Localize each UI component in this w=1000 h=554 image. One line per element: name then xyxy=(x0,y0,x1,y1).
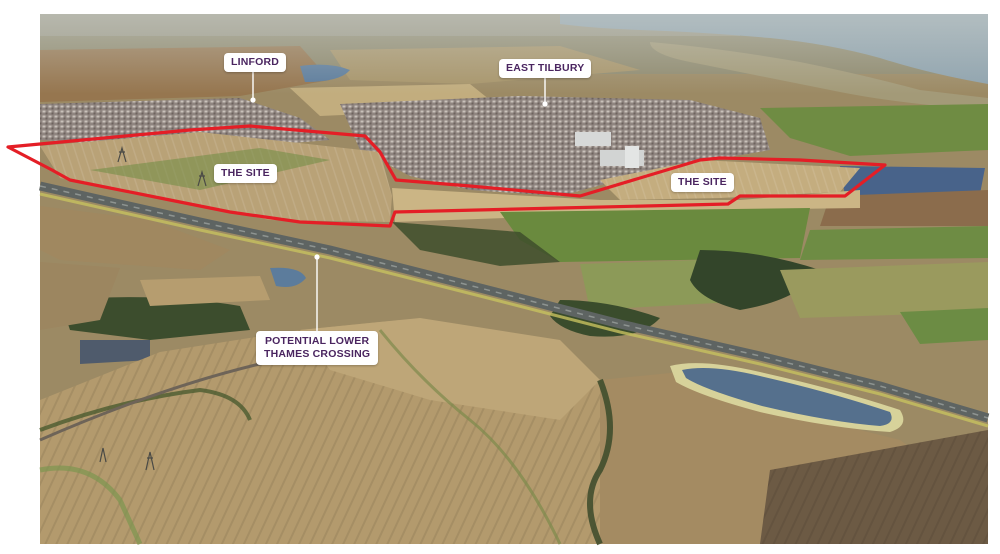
hedgerow-2 xyxy=(587,378,613,546)
label-leaders xyxy=(252,68,546,332)
label-site-east-text: THE SITE xyxy=(678,176,727,188)
label-lower-thames-crossing: POTENTIAL LOWER THAMES CROSSING xyxy=(256,331,379,365)
photo-content xyxy=(39,14,990,546)
road-verge xyxy=(39,192,989,428)
site-boundary xyxy=(6,124,887,228)
field-east-grass xyxy=(760,104,988,156)
field-left-3 xyxy=(140,276,270,306)
label-crossing-line2: THAMES CROSSING xyxy=(264,348,371,360)
tree-belt-2 xyxy=(690,250,820,310)
industrial-building xyxy=(80,340,150,364)
field-east-green xyxy=(800,226,988,260)
label-linford: LINFORD xyxy=(224,53,287,72)
field-right-mid xyxy=(780,262,988,318)
track-2 xyxy=(39,465,143,546)
lagoon xyxy=(682,368,892,426)
building-3 xyxy=(625,146,639,168)
label-site-east: THE SITE xyxy=(671,173,734,192)
field-mid-green xyxy=(500,208,810,262)
label-east-tilbury: EAST TILBURY xyxy=(499,59,592,78)
tree-belt-1 xyxy=(392,222,560,266)
pylons xyxy=(99,145,207,471)
track-1 xyxy=(378,329,562,545)
field-left-2 xyxy=(40,262,120,330)
east-tilbury-town xyxy=(340,96,770,196)
tree-belt-4 xyxy=(60,297,250,340)
field-left-1 xyxy=(40,206,230,270)
label-east-tilbury-text: EAST TILBURY xyxy=(506,62,585,74)
label-site-west: THE SITE xyxy=(214,164,277,183)
label-linford-text: LINFORD xyxy=(231,56,280,68)
site-west-green xyxy=(90,148,330,190)
label-site-west-text: THE SITE xyxy=(221,167,270,179)
hedgerow-1 xyxy=(39,387,252,432)
field-right-green xyxy=(900,308,988,344)
pond-left xyxy=(270,267,306,287)
field-east-brown xyxy=(820,190,988,226)
building-1 xyxy=(575,132,611,146)
leader-dots xyxy=(250,97,548,260)
label-crossing-line1: POTENTIAL LOWER xyxy=(264,335,370,347)
